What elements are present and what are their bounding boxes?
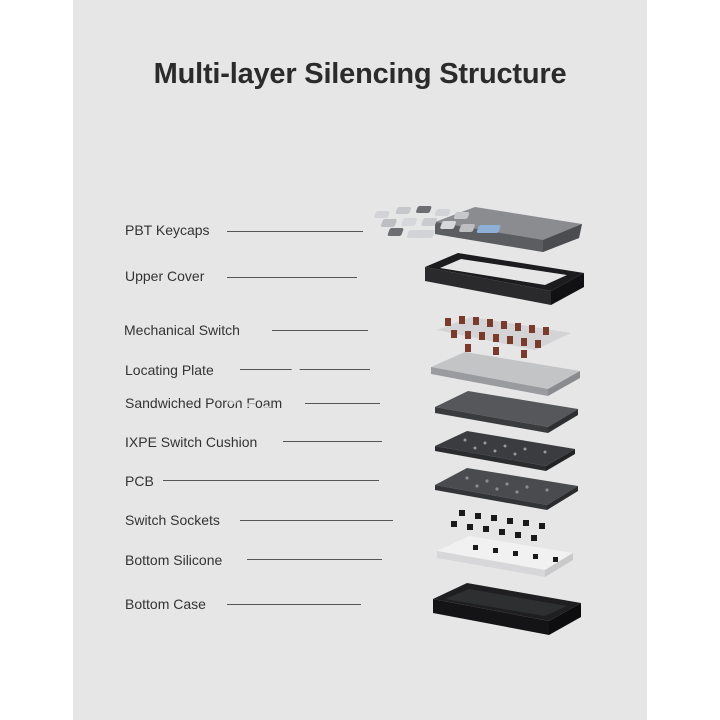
label-pcb: PCB bbox=[125, 473, 154, 489]
leader-line bbox=[227, 231, 363, 232]
label-switch-sockets: Switch Sockets bbox=[125, 512, 220, 528]
label-ixpe-cushion: IXPE Switch Cushion bbox=[125, 434, 258, 450]
leader-line bbox=[163, 480, 379, 481]
leader-line bbox=[247, 559, 382, 560]
label-upper-cover: Upper Cover bbox=[125, 268, 205, 284]
leader-line bbox=[240, 369, 370, 370]
infographic-canvas: Multi-layer Silencing Structure PBT Keyc… bbox=[73, 0, 647, 720]
keycaps-icon bbox=[374, 206, 582, 252]
label-bottom-silicone: Bottom Silicone bbox=[125, 552, 223, 568]
locating-plate-icon bbox=[246, 352, 580, 396]
bottom-case-icon bbox=[433, 583, 581, 635]
label-mechanical-switch: Mechanical Switch bbox=[124, 322, 240, 338]
label-locating-plate: Locating Plate bbox=[125, 362, 214, 378]
bottom-silicone-icon bbox=[437, 536, 573, 577]
mechanical-switch-icon bbox=[437, 316, 571, 358]
poron-foam-icon bbox=[227, 391, 578, 433]
label-bottom-case: Bottom Case bbox=[125, 596, 206, 612]
exploded-keyboard-illustration bbox=[227, 206, 584, 635]
leader-line bbox=[240, 520, 393, 521]
label-poron-foam: Sandwiched Poron Foam bbox=[125, 395, 283, 411]
leader-line bbox=[227, 604, 361, 605]
leader-line bbox=[305, 403, 380, 404]
page-title: Multi-layer Silencing Structure bbox=[153, 58, 567, 90]
leader-line bbox=[227, 277, 357, 278]
switch-sockets-icon bbox=[451, 510, 545, 541]
label-pbt-keycaps: PBT Keycaps bbox=[125, 222, 210, 238]
pcb-icon bbox=[435, 468, 578, 510]
leader-line bbox=[283, 441, 382, 442]
ixpe-cushion-icon bbox=[435, 431, 575, 471]
upper-cover-icon bbox=[425, 253, 584, 305]
leader-line bbox=[272, 330, 368, 331]
